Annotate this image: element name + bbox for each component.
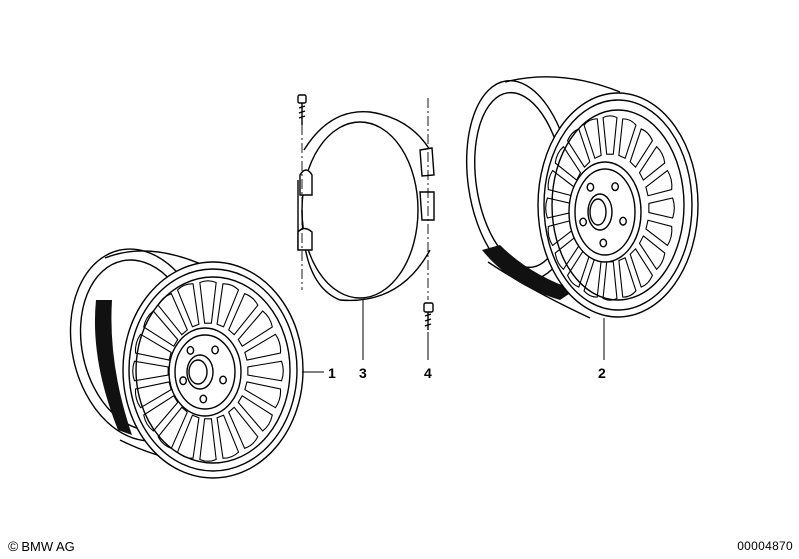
spoke-slot xyxy=(583,257,602,298)
callout-1: 1 xyxy=(328,365,336,381)
spoke-slot xyxy=(648,197,675,219)
callout-3: 3 xyxy=(359,365,367,381)
copyright-symbol: © xyxy=(8,538,19,554)
spoke-slot xyxy=(629,247,654,288)
spoke-slot xyxy=(228,292,259,336)
bolt-hole xyxy=(599,238,608,248)
spoke-slot xyxy=(244,333,282,361)
spoke-slot xyxy=(199,418,217,462)
spoke-slot xyxy=(547,169,575,197)
bolt-hole xyxy=(211,345,220,355)
bolt-hole xyxy=(611,182,620,192)
spoke-slot xyxy=(247,360,284,382)
bolt-hole xyxy=(619,216,627,226)
bolt-hole xyxy=(219,375,227,385)
spoke-slot xyxy=(554,235,582,271)
spoke-slot xyxy=(143,395,179,432)
spoke-slot xyxy=(545,197,572,219)
bolt-hole xyxy=(179,376,188,386)
spoke-slot xyxy=(602,261,618,301)
spoke-slot xyxy=(638,235,666,271)
wheel-2-spokes xyxy=(545,115,675,301)
spoke-slot xyxy=(157,292,188,336)
spoke-slot xyxy=(134,381,172,409)
spoke-slot xyxy=(176,414,200,459)
spoke-slot xyxy=(237,310,273,347)
upper-screw xyxy=(297,94,307,290)
wheel-2 xyxy=(465,76,699,319)
spoke-slot xyxy=(638,145,666,181)
copyright-brand: © BMW AG xyxy=(8,538,75,554)
bolt-hole xyxy=(199,394,208,404)
spoke-slot xyxy=(244,381,282,409)
spoke-slot xyxy=(566,247,591,288)
spoke-slot xyxy=(143,310,179,347)
bolt-hole xyxy=(579,217,588,227)
spoke-slot xyxy=(216,414,240,459)
wheel-1 xyxy=(69,248,304,479)
spoke-slot xyxy=(132,360,169,382)
spoke-slot xyxy=(629,128,654,169)
spoke-slot xyxy=(602,115,618,155)
callout-4: 4 xyxy=(424,365,432,381)
spoke-slot xyxy=(216,283,240,328)
spoke-slot xyxy=(237,395,273,432)
spoke-slot xyxy=(199,280,217,324)
leader-lines xyxy=(302,300,605,373)
brand-name: BMW AG xyxy=(21,538,75,554)
wheel-1-spokes xyxy=(132,280,284,462)
spoke-slot xyxy=(228,406,259,450)
spoke-slot xyxy=(583,118,602,159)
trim-ring-3 xyxy=(297,94,435,302)
spoke-slot xyxy=(547,219,575,247)
spoke-slot xyxy=(645,219,673,247)
spoke-slot xyxy=(554,145,582,181)
spoke-slot xyxy=(566,128,591,169)
spoke-slot xyxy=(176,283,200,328)
spoke-slot xyxy=(618,257,637,298)
spoke-slot xyxy=(618,118,637,159)
spoke-slot xyxy=(134,333,172,361)
spoke-slot xyxy=(157,406,188,450)
diagram-number: 00004870 xyxy=(737,539,793,553)
callout-2: 2 xyxy=(598,365,606,381)
bolt-hole xyxy=(586,182,595,192)
screw-4 xyxy=(423,98,434,330)
bolt-hole xyxy=(186,345,195,355)
spoke-slot xyxy=(645,169,673,197)
